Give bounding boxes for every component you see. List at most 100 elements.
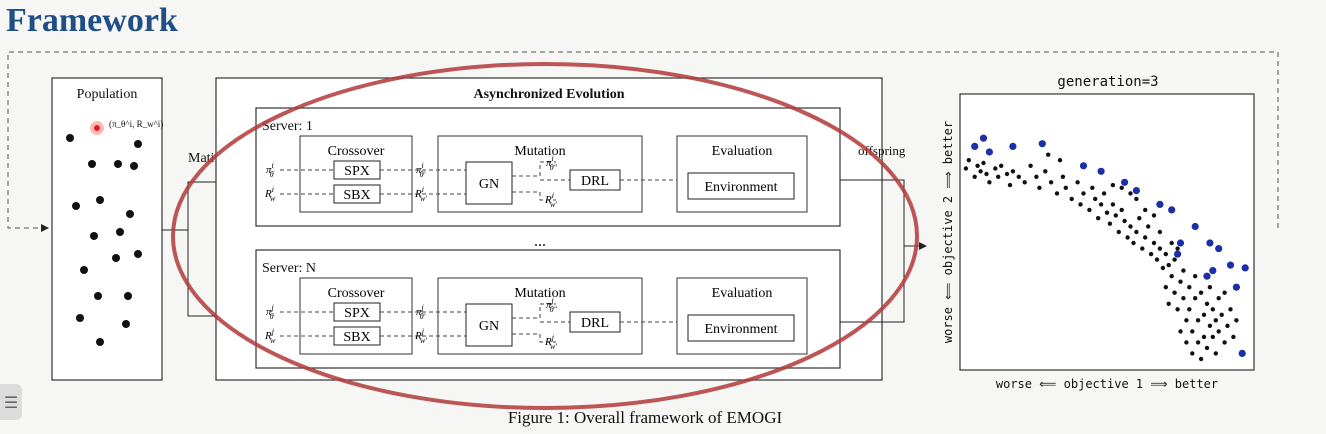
red-highlight-ellipse bbox=[171, 62, 919, 410]
scatter-point bbox=[1190, 329, 1195, 334]
scatter-point bbox=[1101, 191, 1107, 196]
scatter-point-front bbox=[1191, 222, 1199, 231]
population-dot bbox=[134, 250, 142, 258]
scatter-point bbox=[1151, 213, 1157, 218]
scatter-point-front bbox=[1209, 267, 1217, 275]
crossover-label-n: Crossover bbox=[328, 286, 385, 301]
population-dot bbox=[116, 228, 124, 236]
environment-box-n bbox=[687, 314, 795, 342]
population-dot bbox=[76, 314, 84, 322]
menu-icon[interactable]: ☰ bbox=[0, 384, 22, 420]
scatter-point bbox=[1163, 251, 1169, 257]
scatter-point bbox=[1166, 262, 1171, 268]
population-dot bbox=[80, 266, 88, 274]
scatter-point bbox=[1193, 274, 1198, 279]
population-dot bbox=[134, 140, 142, 148]
server-n-wiring bbox=[280, 303, 677, 343]
gn-label-n: GN bbox=[479, 319, 499, 334]
scatter-point-front bbox=[985, 148, 994, 156]
scatter-point bbox=[1157, 246, 1163, 251]
scatter-point bbox=[1193, 296, 1198, 301]
scatter-point-front bbox=[1038, 140, 1046, 148]
scatter-point bbox=[1172, 290, 1177, 295]
scatter-point bbox=[999, 163, 1004, 168]
servers-ellipsis: ... bbox=[534, 233, 546, 250]
slide-title: Framework bbox=[6, 2, 178, 39]
population-dots bbox=[66, 134, 142, 346]
scatter-point bbox=[1048, 180, 1054, 185]
evaluation-label-1: Evaluation bbox=[712, 144, 773, 159]
population-dot bbox=[94, 292, 102, 300]
scatter-point bbox=[1204, 301, 1210, 306]
population-dot bbox=[112, 254, 120, 262]
scatter-point bbox=[1078, 202, 1083, 207]
population-dot bbox=[124, 292, 132, 300]
scatter-point bbox=[1234, 318, 1239, 323]
scatter-point-front bbox=[1168, 206, 1176, 214]
scatter-point bbox=[1201, 334, 1207, 340]
scatter-point-front bbox=[1206, 239, 1214, 247]
scatter-point bbox=[1143, 235, 1148, 240]
server-n: Server: N Crossover SPX SBX Mutation GN … bbox=[255, 249, 841, 369]
chart-ylabel: worse ⟸ objective 2 ⟹ better bbox=[941, 121, 955, 343]
offspring-from-server1 bbox=[840, 179, 905, 246]
gn-box-n bbox=[465, 303, 513, 347]
scatter-point bbox=[1169, 240, 1174, 246]
scatter-point bbox=[1110, 182, 1116, 188]
scatter-point bbox=[1104, 210, 1110, 215]
environment-label-n: Environment bbox=[704, 322, 777, 337]
scatter-point bbox=[1037, 185, 1042, 190]
scatter-point bbox=[1160, 265, 1166, 271]
scatter-point-front bbox=[1203, 272, 1211, 280]
chart-marks bbox=[963, 134, 1249, 362]
scatter-point bbox=[1075, 180, 1080, 185]
scatter-point bbox=[1222, 340, 1227, 345]
mutation-label-n: Mutation bbox=[514, 286, 565, 301]
gn-label-1: GN bbox=[479, 177, 499, 192]
population-box bbox=[51, 77, 163, 381]
scatter-point bbox=[1054, 191, 1060, 196]
scatter-point bbox=[1119, 185, 1124, 190]
scatter-point bbox=[1087, 207, 1092, 213]
scatter-point bbox=[1069, 196, 1074, 202]
scatter-point bbox=[1134, 196, 1139, 202]
spx-label-1: SPX bbox=[344, 164, 370, 179]
scatter-point bbox=[1195, 318, 1201, 323]
population-dot bbox=[96, 338, 104, 346]
scatter-point bbox=[1140, 246, 1145, 251]
scatter-point bbox=[987, 180, 992, 185]
scatter-point bbox=[966, 158, 971, 163]
scatter-point bbox=[1222, 290, 1227, 295]
scatter-point bbox=[1081, 191, 1086, 196]
scatter-point bbox=[1172, 257, 1177, 262]
scatter-point bbox=[1034, 174, 1039, 179]
scatter-point bbox=[1128, 224, 1133, 229]
server-1-label: Server: 1 bbox=[262, 119, 313, 134]
scatter-point bbox=[1043, 169, 1048, 174]
scatter-point bbox=[1046, 152, 1051, 157]
scatter-point bbox=[993, 166, 998, 171]
gn-box-1 bbox=[465, 161, 513, 205]
scatter-point bbox=[1178, 329, 1183, 334]
environment-label-1: Environment bbox=[704, 180, 777, 195]
crossover-label-1: Crossover bbox=[328, 144, 385, 159]
population-dot bbox=[66, 134, 74, 142]
scatter-point-front bbox=[971, 142, 979, 150]
scatter-point bbox=[1057, 158, 1063, 163]
scatter-point-front bbox=[1176, 239, 1185, 247]
population-dot bbox=[72, 202, 80, 210]
scatter-point bbox=[1219, 312, 1224, 317]
population-dot bbox=[90, 232, 98, 240]
scatter-point-front bbox=[1097, 167, 1105, 175]
scatter-point bbox=[1166, 301, 1171, 306]
scatter-point bbox=[1187, 285, 1192, 290]
scatter-point-front bbox=[1121, 178, 1129, 186]
scatter-point bbox=[1213, 318, 1219, 323]
spx-label-n: SPX bbox=[344, 306, 370, 321]
scatter-point bbox=[1175, 246, 1180, 251]
